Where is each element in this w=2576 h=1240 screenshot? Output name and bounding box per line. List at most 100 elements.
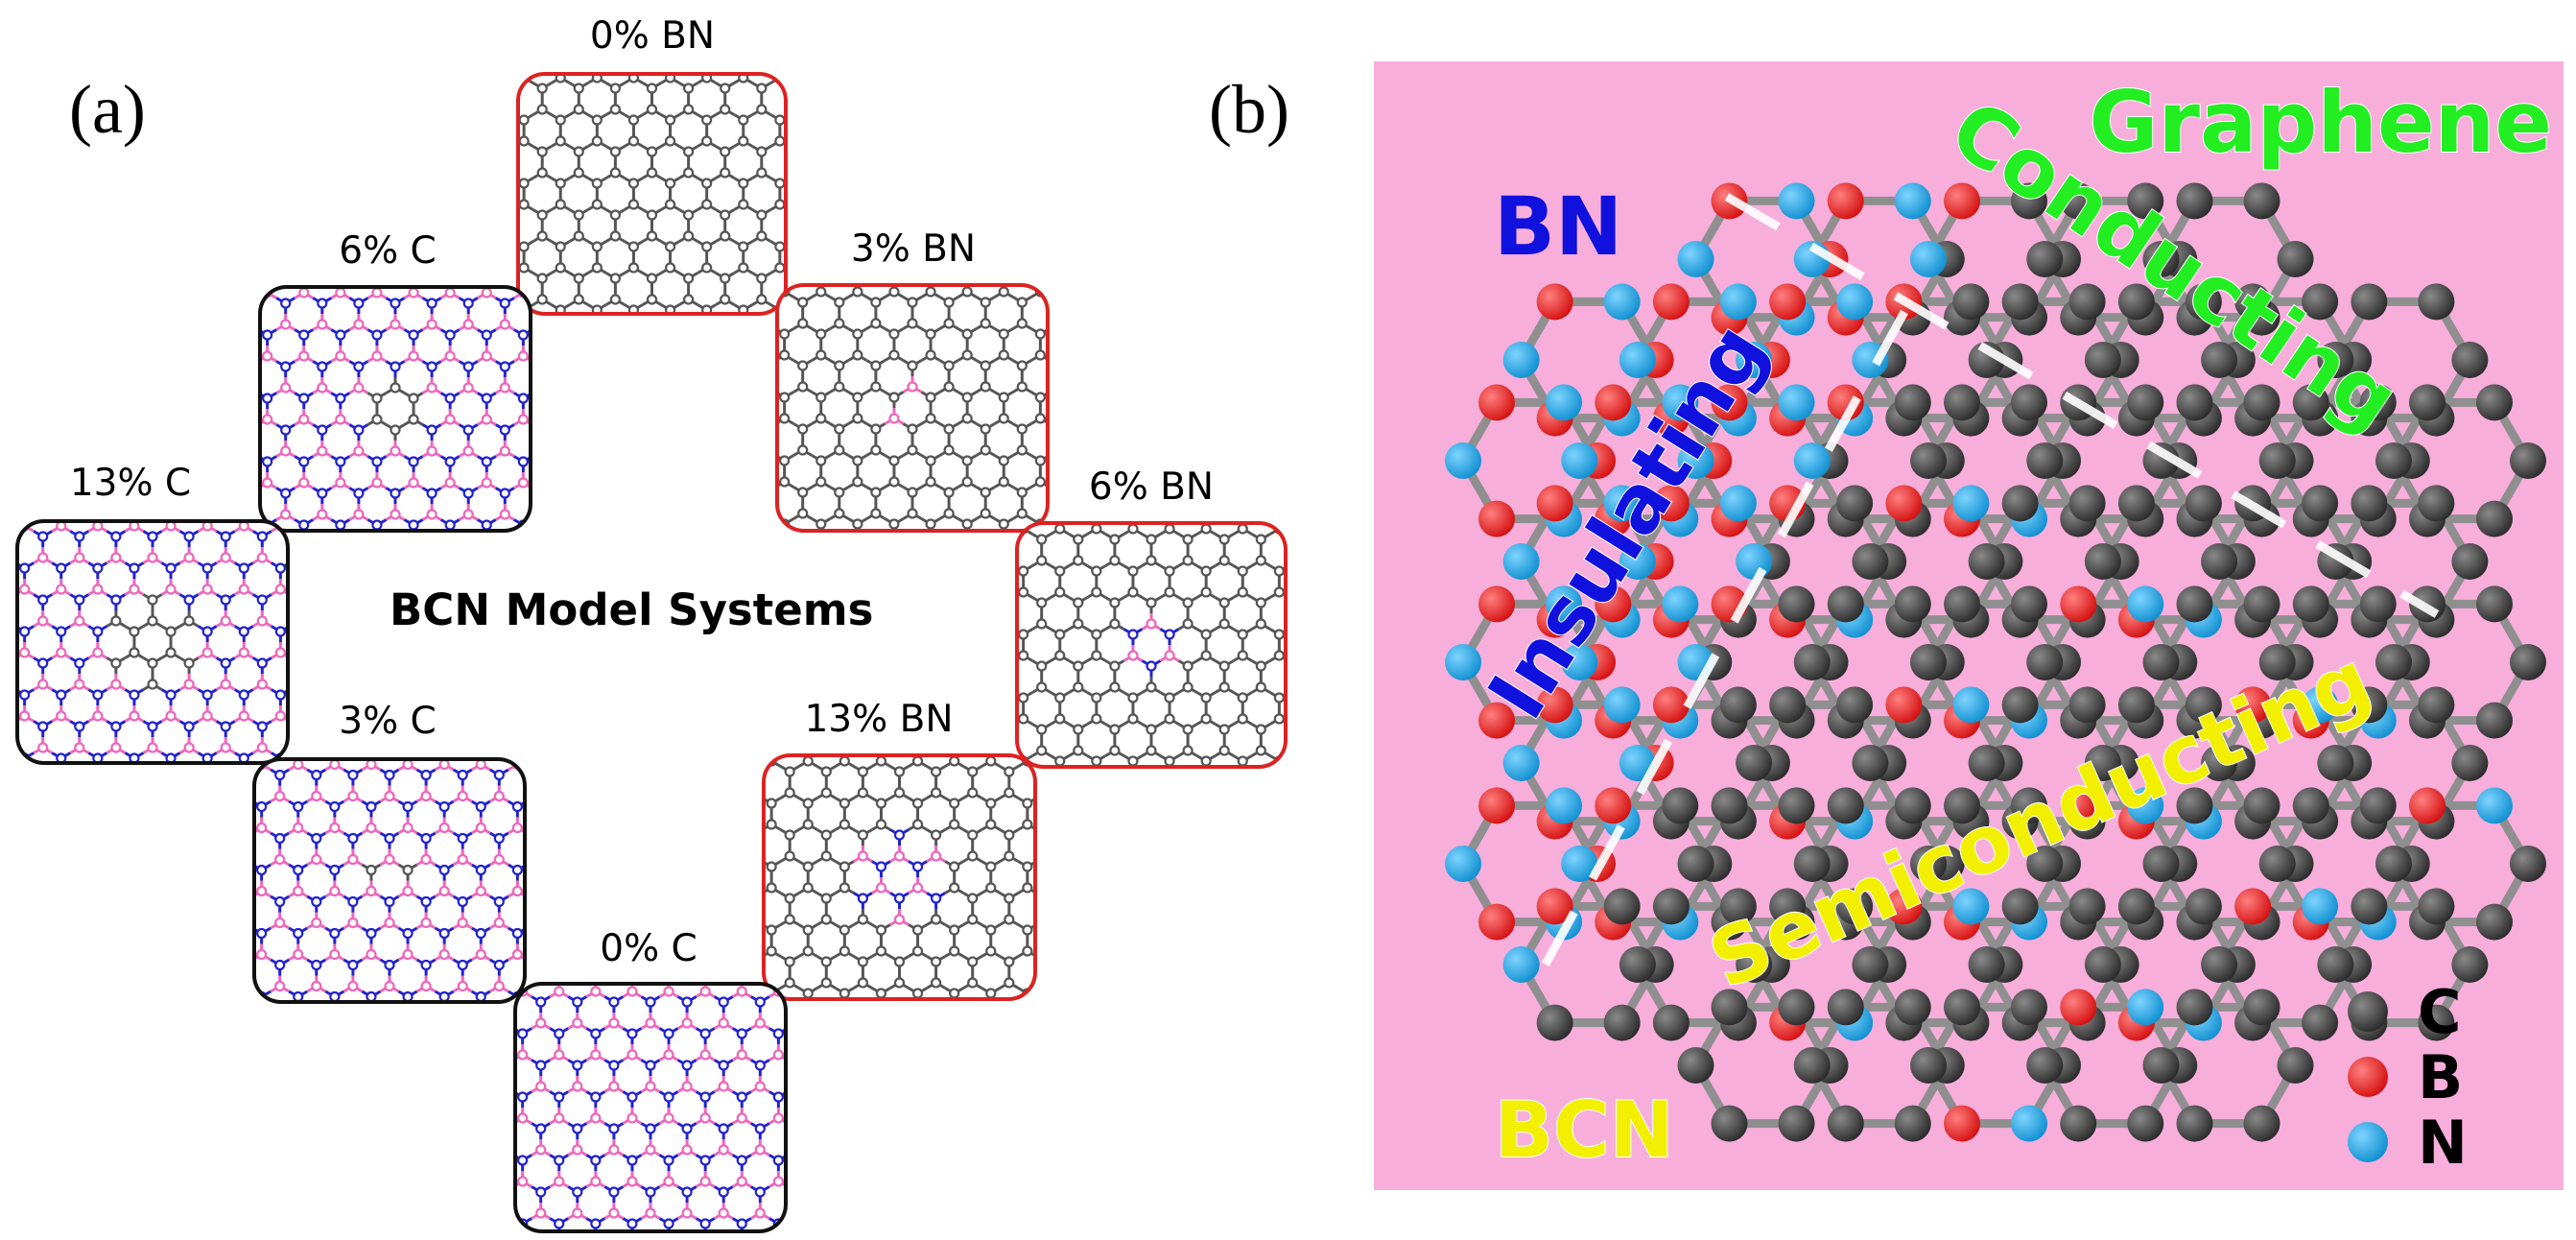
lattice-atom <box>834 381 845 393</box>
lattice-bond <box>767 488 776 493</box>
lattice-atom <box>1218 555 1230 566</box>
lattice-bond <box>1069 497 1078 503</box>
lattice-bond <box>1197 820 1207 825</box>
lattice-atom <box>829 1061 838 1070</box>
lattice-atom <box>967 914 979 925</box>
lattice-bond <box>912 577 922 583</box>
lattice-bond <box>1073 919 1082 925</box>
lattice-atom <box>985 882 997 894</box>
lattice-atom <box>611 338 620 346</box>
lattice-atom <box>831 274 839 283</box>
lattice-atom <box>1166 821 1174 829</box>
lattice-atom <box>1312 652 1320 660</box>
lattice-atom <box>1275 778 1284 787</box>
lattice-bond <box>744 703 754 709</box>
lattice-bond <box>487 268 497 274</box>
lattice-bond <box>978 693 987 699</box>
lattice-bond <box>532 960 541 966</box>
lattice-atom <box>1330 789 1338 798</box>
lattice-atom <box>964 536 973 544</box>
lattice-atom <box>646 104 658 115</box>
lattice-atom <box>736 1176 747 1187</box>
lattice-atom <box>482 1178 490 1186</box>
lattice-atom <box>802 945 814 957</box>
lattice-atom <box>1312 631 1320 639</box>
lattice-atom <box>663 986 674 997</box>
lattice-atom <box>1004 787 1015 799</box>
lattice-bond <box>298 702 308 707</box>
lattice-atom <box>1182 618 1193 630</box>
lattice-bond <box>981 1014 991 1020</box>
lattice-bond <box>1050 361 1059 367</box>
lattice-atom <box>857 787 868 799</box>
lattice-bond <box>671 331 680 337</box>
lattice-atom <box>1182 745 1193 756</box>
lattice-bond <box>487 14 497 20</box>
lattice-atom <box>627 241 640 252</box>
lattice-atom <box>980 444 991 456</box>
lattice-bond <box>533 363 543 369</box>
lattice-atom <box>925 518 936 530</box>
lattice-atom <box>463 1146 472 1155</box>
lattice-atom <box>463 1083 472 1091</box>
lattice-bond <box>876 577 886 583</box>
lattice-atom <box>1091 565 1102 577</box>
lattice-atom <box>797 318 809 329</box>
lattice-bond <box>1068 393 1077 398</box>
lattice-bond <box>1060 782 1070 788</box>
lattice-atom <box>768 694 776 703</box>
lattice-atom <box>739 53 747 61</box>
lattice-atom <box>982 694 991 703</box>
lattice-bond <box>789 109 798 115</box>
lattice-atom <box>875 988 887 999</box>
lattice-bond <box>1288 624 1298 630</box>
lattice-bond <box>487 141 497 147</box>
lattice-atom <box>754 1081 766 1092</box>
lattice-bond <box>729 323 739 329</box>
lattice-bond <box>817 1046 827 1052</box>
lattice-atom <box>1146 555 1157 566</box>
lattice-bond <box>454 706 463 712</box>
lattice-atom <box>484 243 492 251</box>
lattice-bond <box>1123 820 1133 825</box>
lattice-bond <box>854 1020 863 1026</box>
lattice-atom <box>870 381 882 393</box>
lattice-atom <box>762 510 770 518</box>
lattice-bond <box>436 702 445 707</box>
lattice-bond <box>486 1219 496 1225</box>
lattice-atom <box>712 831 721 840</box>
lattice-bond <box>854 1046 863 1052</box>
lattice-bond <box>717 729 726 735</box>
lattice-bond <box>505 1187 514 1193</box>
lattice-bond <box>477 1055 486 1061</box>
lattice-atom <box>1000 584 1008 592</box>
lattice-atom <box>744 478 752 487</box>
lattice-bond <box>725 337 735 343</box>
lattice-atom <box>1041 916 1050 924</box>
lattice-atom <box>1004 1021 1013 1030</box>
lattice-atom <box>725 425 734 434</box>
lattice-atom <box>1164 692 1175 703</box>
lattice-bond <box>991 1052 1001 1058</box>
lattice-atom <box>718 1186 729 1198</box>
lattice-bond <box>806 1055 815 1061</box>
lattice-atom <box>573 230 584 242</box>
lattice-atom <box>1330 662 1338 671</box>
lattice-atom <box>1330 747 1338 755</box>
lattice-atom <box>756 146 768 157</box>
lattice-bond <box>767 387 776 393</box>
lattice-atom <box>1054 489 1063 497</box>
tile-label-bn0: 0% BN <box>590 14 715 58</box>
tile-border <box>775 283 1050 533</box>
lattice-bond <box>1086 450 1096 456</box>
lattice-bond <box>505 1086 514 1092</box>
lattice-bond <box>499 733 508 739</box>
lattice-atom <box>772 1091 784 1103</box>
lattice-atom <box>943 318 955 329</box>
lattice-atom <box>1275 821 1284 829</box>
lattice-bond <box>462 706 472 712</box>
lattice-bond <box>788 1213 797 1219</box>
lattice-bond <box>876 551 886 557</box>
lattice-bond <box>903 577 912 583</box>
lattice-bond <box>487 115 497 121</box>
